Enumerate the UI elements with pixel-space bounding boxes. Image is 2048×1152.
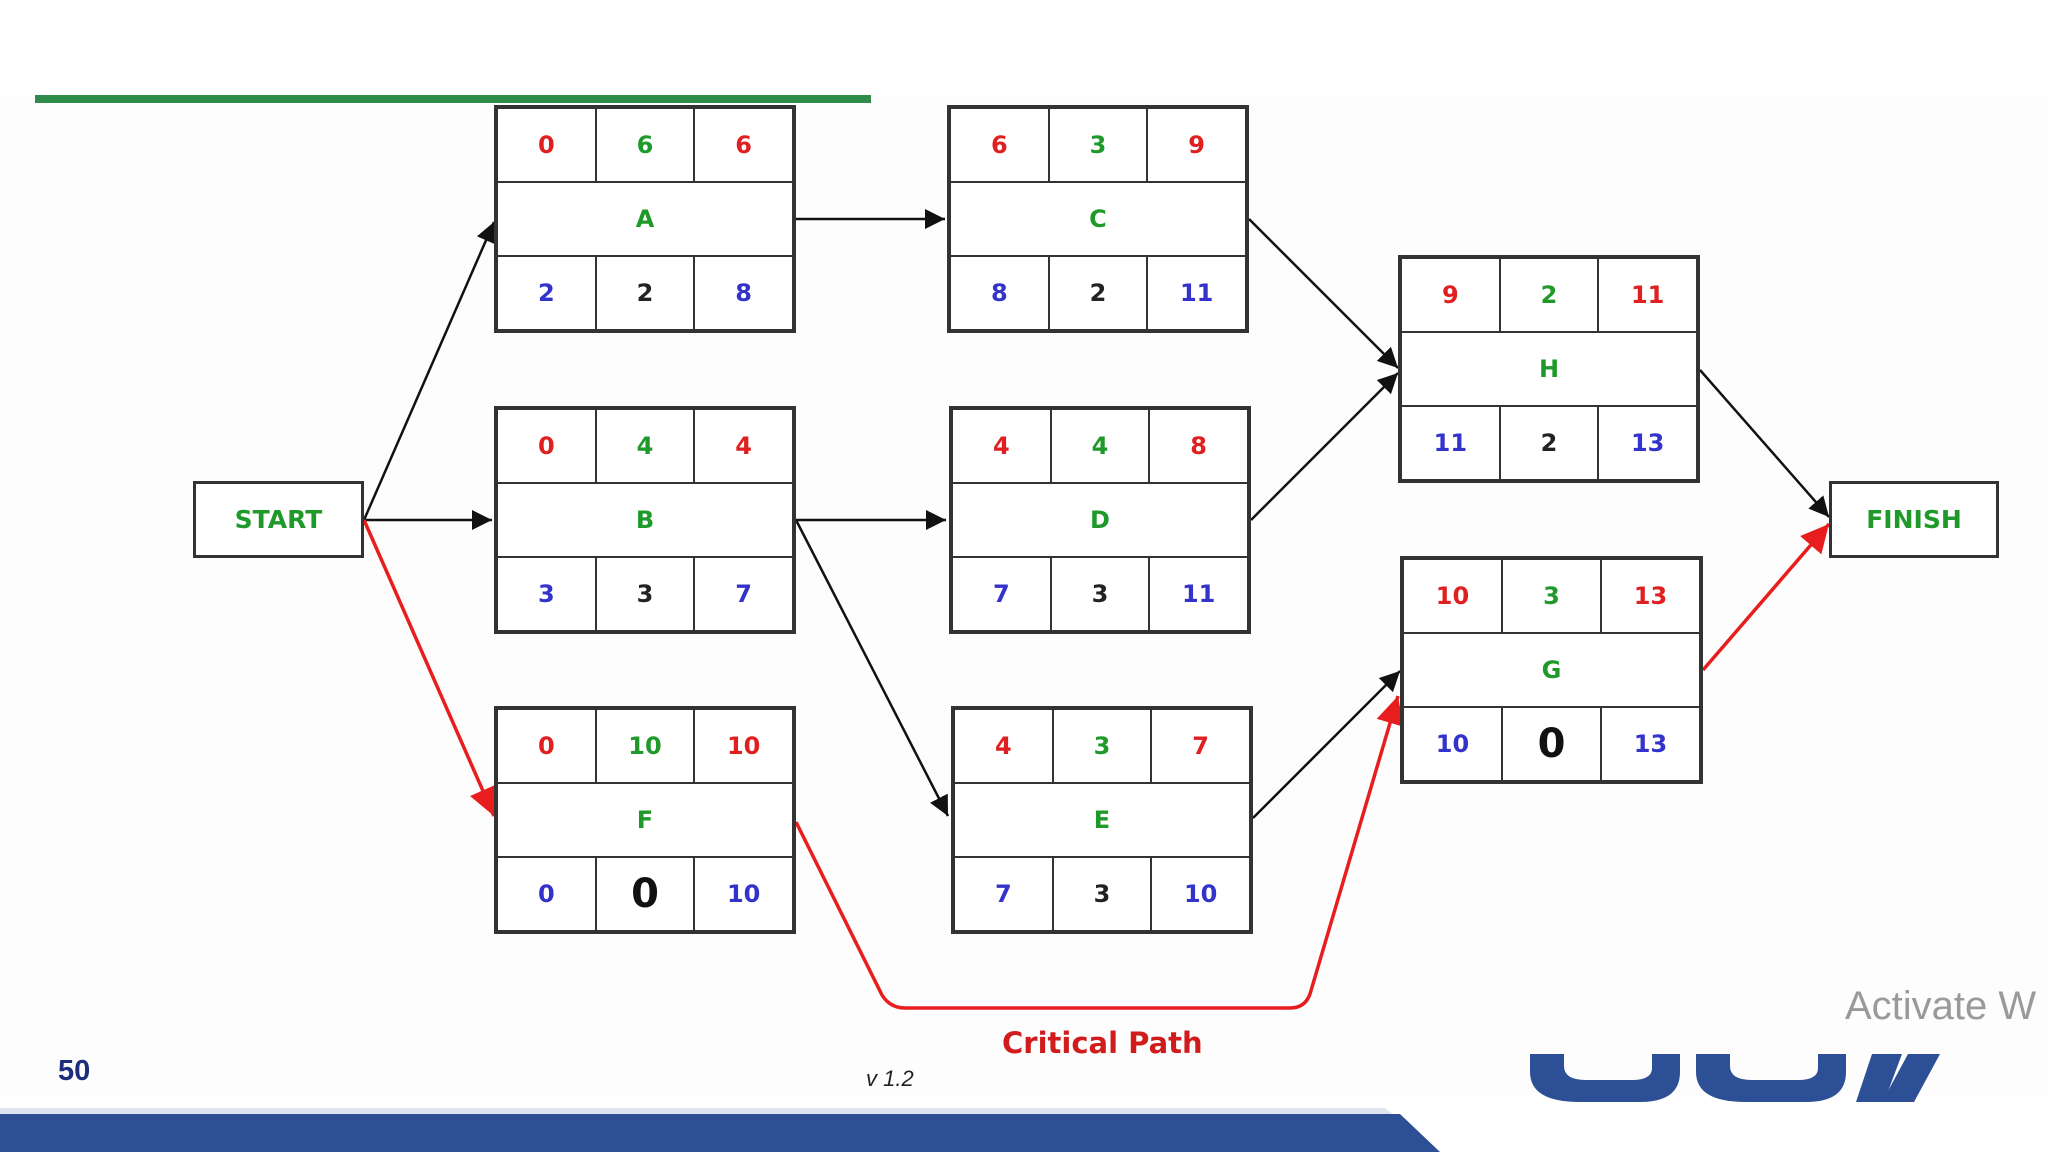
activity-node-e: 4 3 7 E 7 3 10 [951,706,1253,934]
slack: 0 [1501,706,1602,782]
early-finish: 9 [1146,107,1247,183]
critical-arrow-g-finish [1701,522,1831,672]
early-finish: 11 [1597,257,1698,333]
arrow-b-e [794,519,950,817]
activity-node-d: 4 4 8 D 7 3 11 [949,406,1251,634]
late-finish: 11 [1146,255,1247,331]
late-start: 11 [1400,405,1501,481]
activity-name: H [1400,331,1698,407]
activity-node-g: 10 3 13 G 10 0 13 [1400,556,1703,784]
duration: 3 [1047,107,1149,183]
duration: 4 [1049,408,1151,484]
slack: 2 [1047,255,1149,331]
footer-band [0,1108,1440,1152]
arrow-e-g [1252,670,1401,819]
activity-name: D [951,482,1249,558]
critical-path-label: Critical Path [1002,1026,1203,1060]
late-start: 10 [1402,706,1503,782]
arrow-h-finish [1699,369,1830,518]
early-finish: 6 [693,107,794,183]
early-start: 4 [953,708,1054,784]
early-start: 0 [496,408,597,484]
activity-node-h: 9 2 11 H 11 2 13 [1398,255,1700,483]
late-start: 8 [949,255,1050,331]
activity-name: C [949,181,1247,257]
brand-logo [1530,1054,1940,1102]
late-finish: 10 [1150,856,1251,932]
early-finish: 7 [1150,708,1251,784]
late-start: 7 [951,556,1052,632]
activity-name: B [496,482,794,558]
arrow-d-h [1250,372,1399,521]
late-finish: 10 [693,856,794,932]
activity-node-c: 6 3 9 C 8 2 11 [947,105,1249,333]
early-finish: 13 [1600,558,1701,634]
late-finish: 11 [1148,556,1249,632]
slack: 3 [1049,556,1151,632]
slack: 2 [594,255,696,331]
early-start: 0 [496,708,597,784]
slack: 3 [1051,856,1153,932]
activity-name: G [1402,632,1701,708]
duration: 2 [1498,257,1600,333]
duration: 10 [594,708,696,784]
late-start: 7 [953,856,1054,932]
arrow-start-a [362,221,496,521]
early-finish: 10 [693,708,794,784]
title-underline [35,95,871,103]
slack: 3 [594,556,696,632]
activity-node-a: 0 6 6 A 2 2 8 [494,105,796,333]
slack: 0 [594,856,696,932]
late-finish: 13 [1597,405,1698,481]
late-finish: 13 [1600,706,1701,782]
critical-arrow-start-f [362,519,496,817]
duration: 3 [1051,708,1153,784]
early-start: 9 [1400,257,1501,333]
activity-name: E [953,782,1251,858]
slack: 2 [1498,405,1600,481]
early-finish: 4 [693,408,794,484]
activation-watermark: Activate W [1845,984,2037,1028]
arrow-c-h [1248,218,1399,369]
late-start: 3 [496,556,597,632]
early-start: 4 [951,408,1052,484]
version-label: v 1.2 [866,1066,914,1091]
early-start: 10 [1402,558,1503,634]
activity-name: F [496,782,794,858]
early-start: 0 [496,107,597,183]
duration: 6 [594,107,696,183]
late-finish: 8 [693,255,794,331]
early-start: 6 [949,107,1050,183]
early-finish: 8 [1148,408,1249,484]
late-start: 0 [496,856,597,932]
duration: 3 [1501,558,1602,634]
activity-name: A [496,181,794,257]
activity-node-f: 0 10 10 F 0 0 10 [494,706,796,934]
start-node: START [193,481,364,558]
page-number: 50 [58,1055,91,1087]
duration: 4 [594,408,696,484]
late-start: 2 [496,255,597,331]
top-band [0,0,2048,96]
critical-arrow-f-g [794,695,1404,1010]
activity-node-b: 0 4 4 B 3 3 7 [494,406,796,634]
late-finish: 7 [693,556,794,632]
finish-node: FINISH [1829,481,1999,558]
